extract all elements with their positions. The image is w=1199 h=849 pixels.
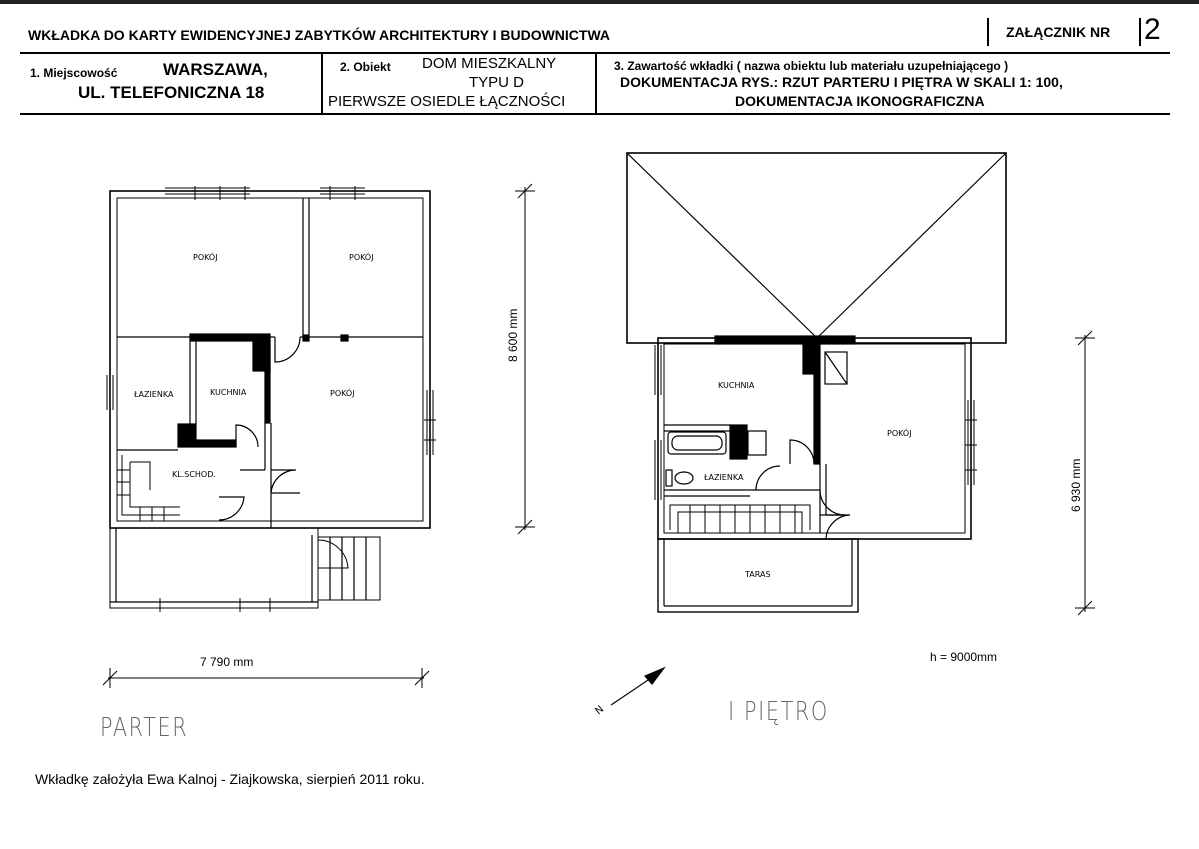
object-line-1: DOM MIESZKALNY <box>422 55 557 72</box>
header-rule-bottom <box>20 113 1170 115</box>
field-divider-1 <box>321 54 323 114</box>
uf-room-label: POKÓJ <box>887 429 912 438</box>
attachment-number: 2 <box>1144 13 1161 46</box>
gf-kitchen-label: KUCHNIA <box>210 388 247 397</box>
ridge-height: h = 9000mm <box>930 650 998 664</box>
uf-kitchen-label: KUCHNIA <box>718 381 755 390</box>
attachment-divider <box>987 18 989 46</box>
author-note: Wkładkę założyła Ewa Kalnoj - Ziajkowska… <box>35 771 425 787</box>
ground-floor-plan <box>102 183 535 688</box>
north-arrow-icon <box>610 666 666 706</box>
locality-city: WARSZAWA, <box>163 60 268 79</box>
gf-height-dimension: 8 600 mm <box>506 308 520 362</box>
gf-stairs-label: KL.SCHOD. <box>172 470 216 479</box>
attachment-number-bar <box>1139 18 1141 46</box>
scan-edge <box>0 0 1199 4</box>
gf-room-main-label: POKÓJ <box>330 389 355 398</box>
uf-terrace-label: TARAS <box>745 570 771 579</box>
gf-width-dimension: 7 790 mm <box>200 655 254 669</box>
object-line-3: PIERWSZE OSIEDLE ŁĄCZNOŚCI <box>328 93 566 110</box>
gf-bathroom-label: ŁAZIENKA <box>134 390 174 399</box>
attachment-label: ZAŁĄCZNIK NR <box>1006 24 1111 40</box>
ground-floor-caption: PARTER <box>100 713 189 743</box>
contents-line-1: DOKUMENTACJA RYS.: RZUT PARTERU I PIĘTRA… <box>620 74 1063 90</box>
object-line-2: TYPU D <box>469 74 525 91</box>
locality-label: 1. Miejscowość <box>30 66 118 80</box>
locality-street: UL. TELEFONICZNA 18 <box>78 83 265 102</box>
contents-line-2: DOKUMENTACJA IKONOGRAFICZNA <box>735 93 985 109</box>
header-rule-top <box>20 52 1170 54</box>
field-divider-2 <box>595 54 597 114</box>
uf-bathroom-label: ŁAZIENKA <box>704 473 744 482</box>
gf-room-top-right-label: POKÓJ <box>349 253 374 262</box>
upper-floor-caption: I PIĘTRO <box>728 697 829 727</box>
gf-room-top-left-label: POKÓJ <box>193 253 218 262</box>
object-label: 2. Obiekt <box>340 60 391 74</box>
uf-height-dimension: 6 930 mm <box>1069 458 1083 512</box>
upper-floor-plan <box>626 152 1095 616</box>
document-title: WKŁADKA DO KARTY EWIDENCYJNEJ ZABYTKÓW A… <box>28 27 611 43</box>
contents-label: 3. Zawartość wkładki ( nazwa obiektu lub… <box>614 59 1009 73</box>
